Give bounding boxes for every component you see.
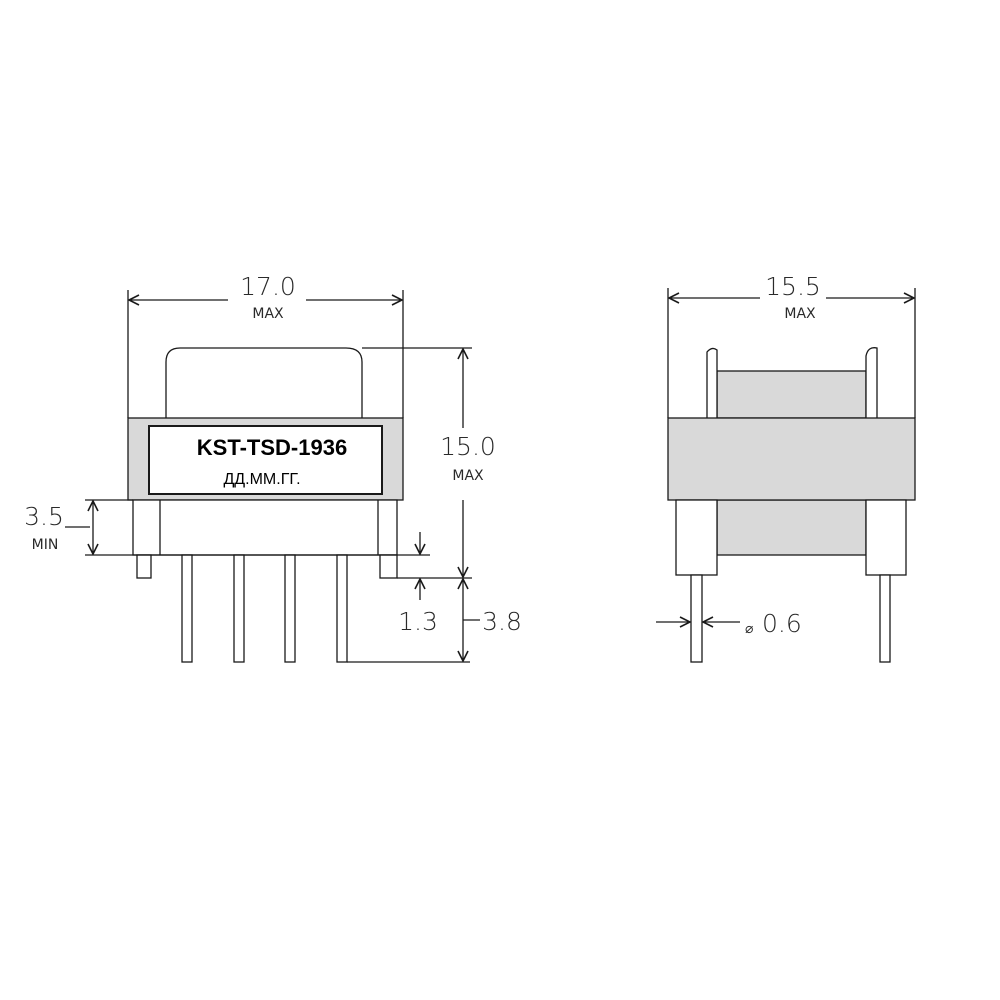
date-code: ДД.ММ.ГГ.: [223, 471, 300, 488]
flange-right: [865, 347, 878, 418]
foot-dim-value: 1.3: [398, 607, 438, 636]
pin: [879, 574, 891, 663]
side-view: 15.5 MAX ⌀ 0.6: [656, 272, 916, 663]
part-number: KST-TSD-1936: [197, 435, 347, 460]
front-view: KST-TSD-1936 ДД.ММ.ГГ. 17.0 MAX 15.0 MAX…: [24, 272, 522, 663]
pin-housing-right: [865, 499, 907, 576]
bobbin-upper: [716, 370, 867, 419]
base: [132, 499, 398, 556]
pin: [181, 554, 193, 663]
pin: [690, 574, 703, 663]
height-dim-value: 15.0: [440, 432, 496, 461]
pin-housing-left: [675, 499, 718, 576]
width-dim-note: MAX: [252, 306, 284, 322]
standoff-dim-note: MIN: [32, 537, 59, 553]
standoff-dim-value: 3.5: [24, 502, 64, 531]
pin: [233, 554, 245, 663]
core-band-side: [667, 417, 916, 501]
pin-dim-value: 3.8: [482, 607, 522, 636]
flange-left: [706, 347, 718, 418]
side-width-dim-note: MAX: [784, 306, 816, 322]
standoff-foot-left: [136, 554, 152, 579]
bobbin-lower: [716, 499, 867, 556]
coil-top: [165, 347, 363, 418]
side-width-dim-value: 15.5: [765, 272, 821, 301]
width-dim-value: 17.0: [240, 272, 296, 301]
height-dim-note: MAX: [452, 468, 484, 484]
pin: [336, 554, 348, 663]
standoff-foot-right: [379, 554, 398, 579]
pin-diameter-value: 0.6: [762, 609, 802, 638]
label-plate: [148, 425, 383, 495]
diameter-symbol: ⌀: [745, 621, 754, 637]
pin: [284, 554, 296, 663]
